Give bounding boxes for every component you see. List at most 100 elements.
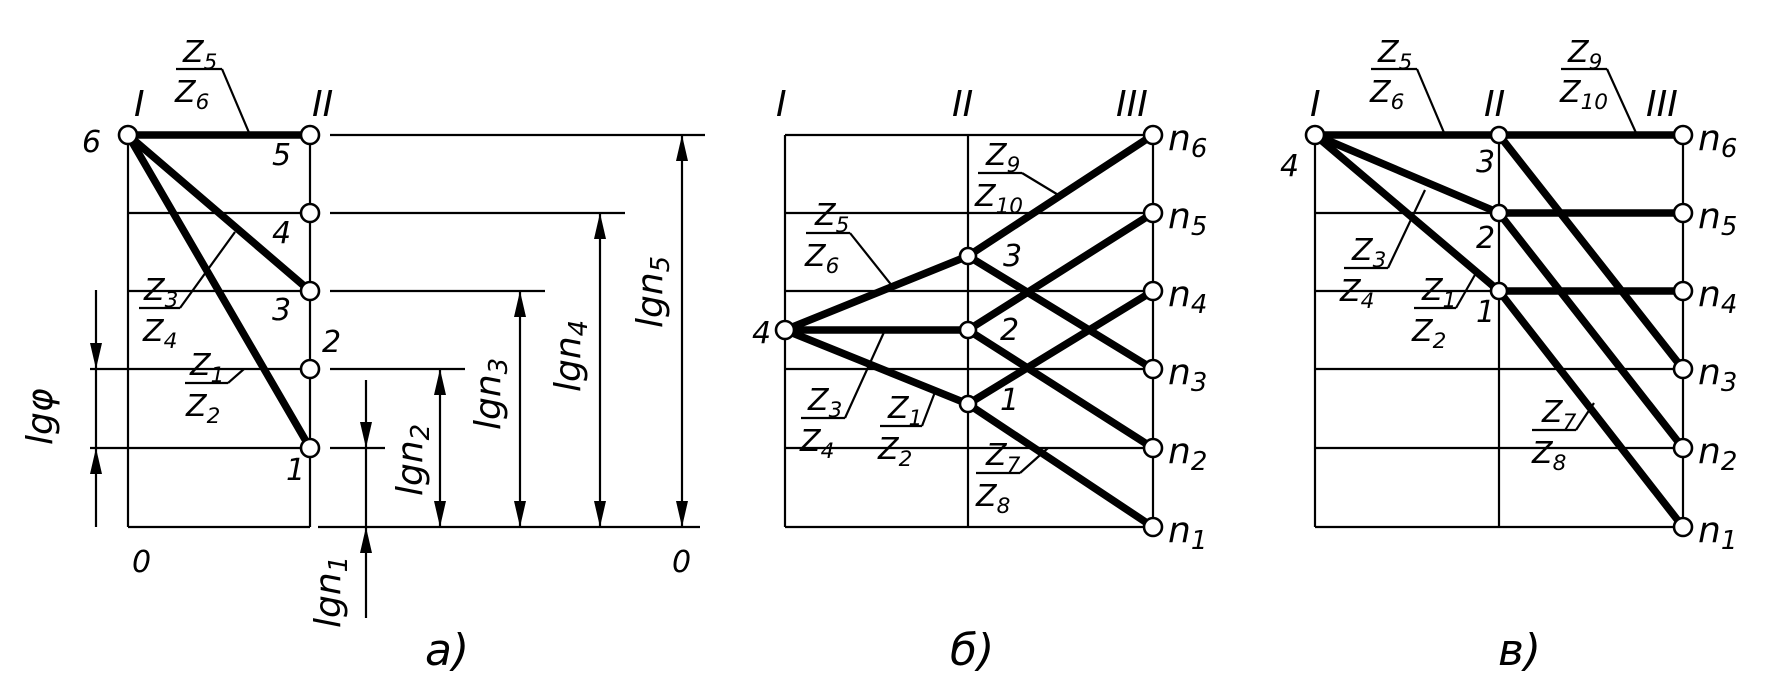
panel-c: I II III 4 3 2 1 n6 n5 n4 n3 n2 n1 Z5 Z6… bbox=[1280, 35, 1737, 676]
ray-c-4-2 bbox=[1311, 131, 1503, 217]
speed-label-b-6: n6 bbox=[1168, 118, 1207, 164]
speed-label-a-1: lgn1 bbox=[308, 556, 354, 628]
shaft-label-b-2: II bbox=[952, 84, 973, 125]
ray-b-2-n5 bbox=[964, 209, 1157, 334]
node-c-n4 bbox=[1672, 280, 1694, 302]
gear-pair-b-z3-z4: Z3 Z4 bbox=[799, 329, 887, 464]
svg-text:Z8: Z8 bbox=[1531, 436, 1566, 476]
caption-c: в) bbox=[1498, 625, 1541, 676]
svg-text:Z5: Z5 bbox=[814, 198, 849, 238]
node-c-mid-2 bbox=[1489, 203, 1509, 223]
gear-pair-a-z1-z2: Z1 Z2 bbox=[185, 348, 245, 429]
node-c-n2 bbox=[1672, 437, 1694, 459]
node-c-n5 bbox=[1672, 202, 1694, 224]
panel-a: I II 6 5 4 3 2 1 Z5 Z6 Z3 Z4 Z1 Z2 bbox=[20, 35, 705, 676]
speed-label-c-2: n2 bbox=[1698, 431, 1737, 477]
shaft-label-c-1: I bbox=[1310, 84, 1321, 125]
gear-pair-b-z1-z2: Z1 Z2 bbox=[877, 391, 937, 472]
gear-pair-b-z5-z6: Z5 Z6 bbox=[804, 198, 894, 288]
mid-label-c-2: 2 bbox=[1476, 221, 1495, 256]
ray-c-3-n3 bbox=[1495, 131, 1687, 373]
gear-pair-c-z3-z4: Z3 Z4 bbox=[1339, 189, 1426, 314]
node-a-input bbox=[117, 124, 139, 146]
ray-b-1-n4 bbox=[964, 287, 1157, 408]
node-b-n6 bbox=[1142, 124, 1164, 146]
ray-b-4-1 bbox=[781, 326, 972, 408]
svg-text:Z10: Z10 bbox=[974, 179, 1023, 219]
gear-pair-b-z7-z8: Z7 Z8 bbox=[975, 438, 1049, 519]
shaft-label-b-3: III bbox=[1116, 84, 1148, 125]
node-b-input bbox=[774, 319, 796, 341]
svg-text:Z10: Z10 bbox=[1559, 75, 1608, 115]
ray-b-2-n2 bbox=[964, 326, 1157, 452]
speed-label-a-2: lgn2 bbox=[390, 424, 436, 496]
zero-label-a-right: 0 bbox=[672, 545, 691, 580]
svg-text:Z4: Z4 bbox=[1339, 274, 1374, 314]
speed-label-b-4: n4 bbox=[1168, 274, 1207, 320]
node-c-input bbox=[1304, 124, 1326, 146]
svg-text:Z8: Z8 bbox=[975, 479, 1010, 519]
shaft-label-c-2: II bbox=[1484, 84, 1505, 125]
node-c-mid-3 bbox=[1489, 125, 1509, 145]
svg-text:Z9: Z9 bbox=[985, 138, 1020, 178]
shaft-label-a-2: II bbox=[312, 84, 333, 125]
ray-c-2-n2 bbox=[1495, 209, 1687, 452]
svg-text:Z3: Z3 bbox=[1351, 233, 1386, 273]
node-a-2 bbox=[299, 358, 321, 380]
svg-text:Z1: Z1 bbox=[189, 348, 224, 388]
node-b-n1 bbox=[1142, 516, 1164, 538]
speed-label-c-6: n6 bbox=[1698, 118, 1737, 164]
node-c-mid-1 bbox=[1489, 281, 1509, 301]
gear-pair-b-z9-z10: Z9 Z10 bbox=[974, 138, 1061, 219]
node-a-5 bbox=[299, 124, 321, 146]
svg-text:Z3: Z3 bbox=[143, 273, 178, 313]
svg-text:Z7: Z7 bbox=[985, 438, 1021, 478]
ray-a-6-1 bbox=[124, 131, 314, 452]
speed-label-a-5: lgn5 bbox=[630, 256, 676, 328]
svg-text:Z3: Z3 bbox=[807, 383, 842, 423]
gear-pair-c-z1-z2: Z1 Z2 bbox=[1411, 272, 1477, 354]
mid-label-c-1: 1 bbox=[1476, 295, 1495, 330]
svg-text:Z1: Z1 bbox=[887, 391, 922, 431]
speed-label-c-5: n5 bbox=[1698, 196, 1737, 242]
node-c-n3 bbox=[1672, 358, 1694, 380]
mid-label-b-1: 1 bbox=[1000, 383, 1019, 418]
node-b-mid-3 bbox=[958, 246, 978, 266]
zero-label-a-left: 0 bbox=[132, 545, 151, 580]
gear-pair-a-z5-z6: Z5 Z6 bbox=[174, 35, 252, 136]
speed-label-b-2: n2 bbox=[1168, 431, 1207, 477]
speed-label-c-4: n4 bbox=[1698, 274, 1737, 320]
speed-label-c-1: n1 bbox=[1698, 510, 1737, 556]
speed-label-b-3: n3 bbox=[1168, 352, 1207, 398]
ray-b-4-3 bbox=[781, 252, 972, 334]
mid-label-c-3: 3 bbox=[1476, 145, 1495, 180]
node-a-4 bbox=[299, 202, 321, 224]
mid-label-b-2: 2 bbox=[1000, 313, 1019, 348]
shaft-label-c-3: III bbox=[1646, 84, 1678, 125]
node-a-1 bbox=[299, 437, 321, 459]
svg-text:Z7: Z7 bbox=[1541, 395, 1577, 435]
ray-b-3-n6 bbox=[964, 131, 1157, 260]
speed-label-a-3: lgn3 bbox=[468, 358, 514, 430]
svg-text:Z6: Z6 bbox=[1369, 75, 1404, 115]
node-c-n6 bbox=[1672, 124, 1694, 146]
ray-c-4-1 bbox=[1311, 131, 1503, 295]
caption-a: a) bbox=[425, 625, 469, 676]
node-c-n1 bbox=[1672, 516, 1694, 538]
svg-text:Z4: Z4 bbox=[799, 424, 834, 464]
gear-pair-c-z7-z8: Z7 Z8 bbox=[1531, 395, 1595, 476]
input-label-c: 4 bbox=[1280, 149, 1299, 184]
input-label-b: 4 bbox=[752, 316, 771, 351]
phi-label: lgφ bbox=[20, 388, 61, 445]
node-b-n5 bbox=[1142, 202, 1164, 224]
mid-label-b-3: 3 bbox=[1003, 239, 1022, 274]
node-b-n4 bbox=[1142, 280, 1164, 302]
node-b-n3 bbox=[1142, 358, 1164, 380]
node-label-a-1: 1 bbox=[286, 453, 305, 488]
node-b-mid-2 bbox=[958, 320, 978, 340]
gear-pair-c-z9-z10: Z9 Z10 bbox=[1559, 35, 1639, 136]
panel-b: I II III 4 3 2 1 n6 n5 n4 n3 n2 n1 Z5 Z6… bbox=[752, 84, 1207, 676]
speed-label-c-3: n3 bbox=[1698, 352, 1737, 398]
input-label-a: 6 bbox=[82, 125, 101, 160]
